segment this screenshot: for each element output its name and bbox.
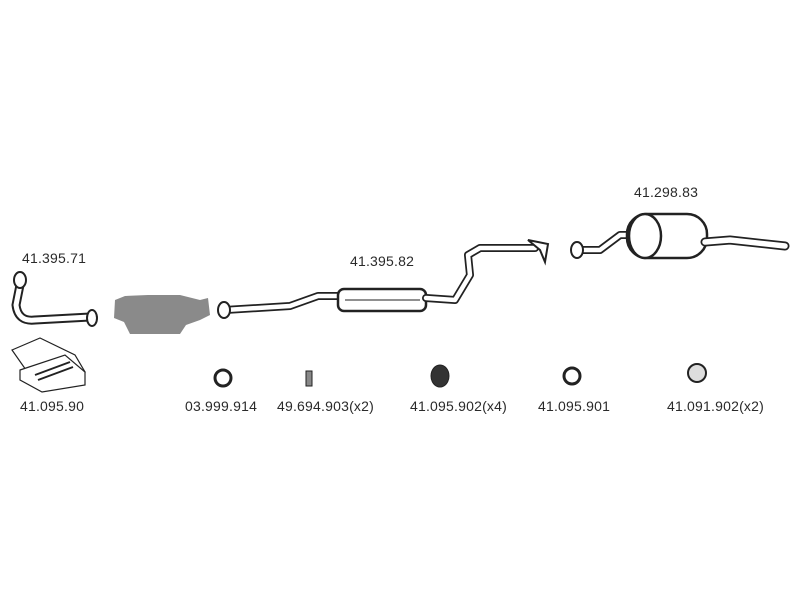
part-label-mounting-kit: 41.095.90 (20, 398, 85, 414)
center-pipe-drawing (217, 239, 550, 319)
part-label-ring: 03.999.914 (185, 398, 258, 414)
part-label-spring: 49.694.903(x2) (277, 398, 374, 414)
part-label-rear-silencer: 41.298.83 (634, 184, 699, 200)
part-label-rubber-mount: 41.095.902(x4) (410, 398, 507, 414)
part-label-front-pipe: 41.395.71 (22, 250, 87, 266)
rear-silencer-drawing (570, 212, 790, 260)
part-label-rubber-mount-2: 41.091.902(x2) (667, 398, 764, 414)
spring-drawing (305, 370, 313, 387)
rubber-mount-drawing (687, 363, 707, 383)
rubber-mount-drawing (430, 364, 450, 388)
ring-drawing (213, 368, 233, 388)
front-pipe-drawing (11, 271, 98, 327)
part-label-center-pipe: 41.395.82 (350, 253, 415, 269)
mounting-kit-box-drawing (11, 337, 86, 393)
ring-drawing (562, 366, 582, 386)
catalytic-converter-shape (114, 295, 210, 334)
part-label-ring-2: 41.095.901 (538, 398, 611, 414)
